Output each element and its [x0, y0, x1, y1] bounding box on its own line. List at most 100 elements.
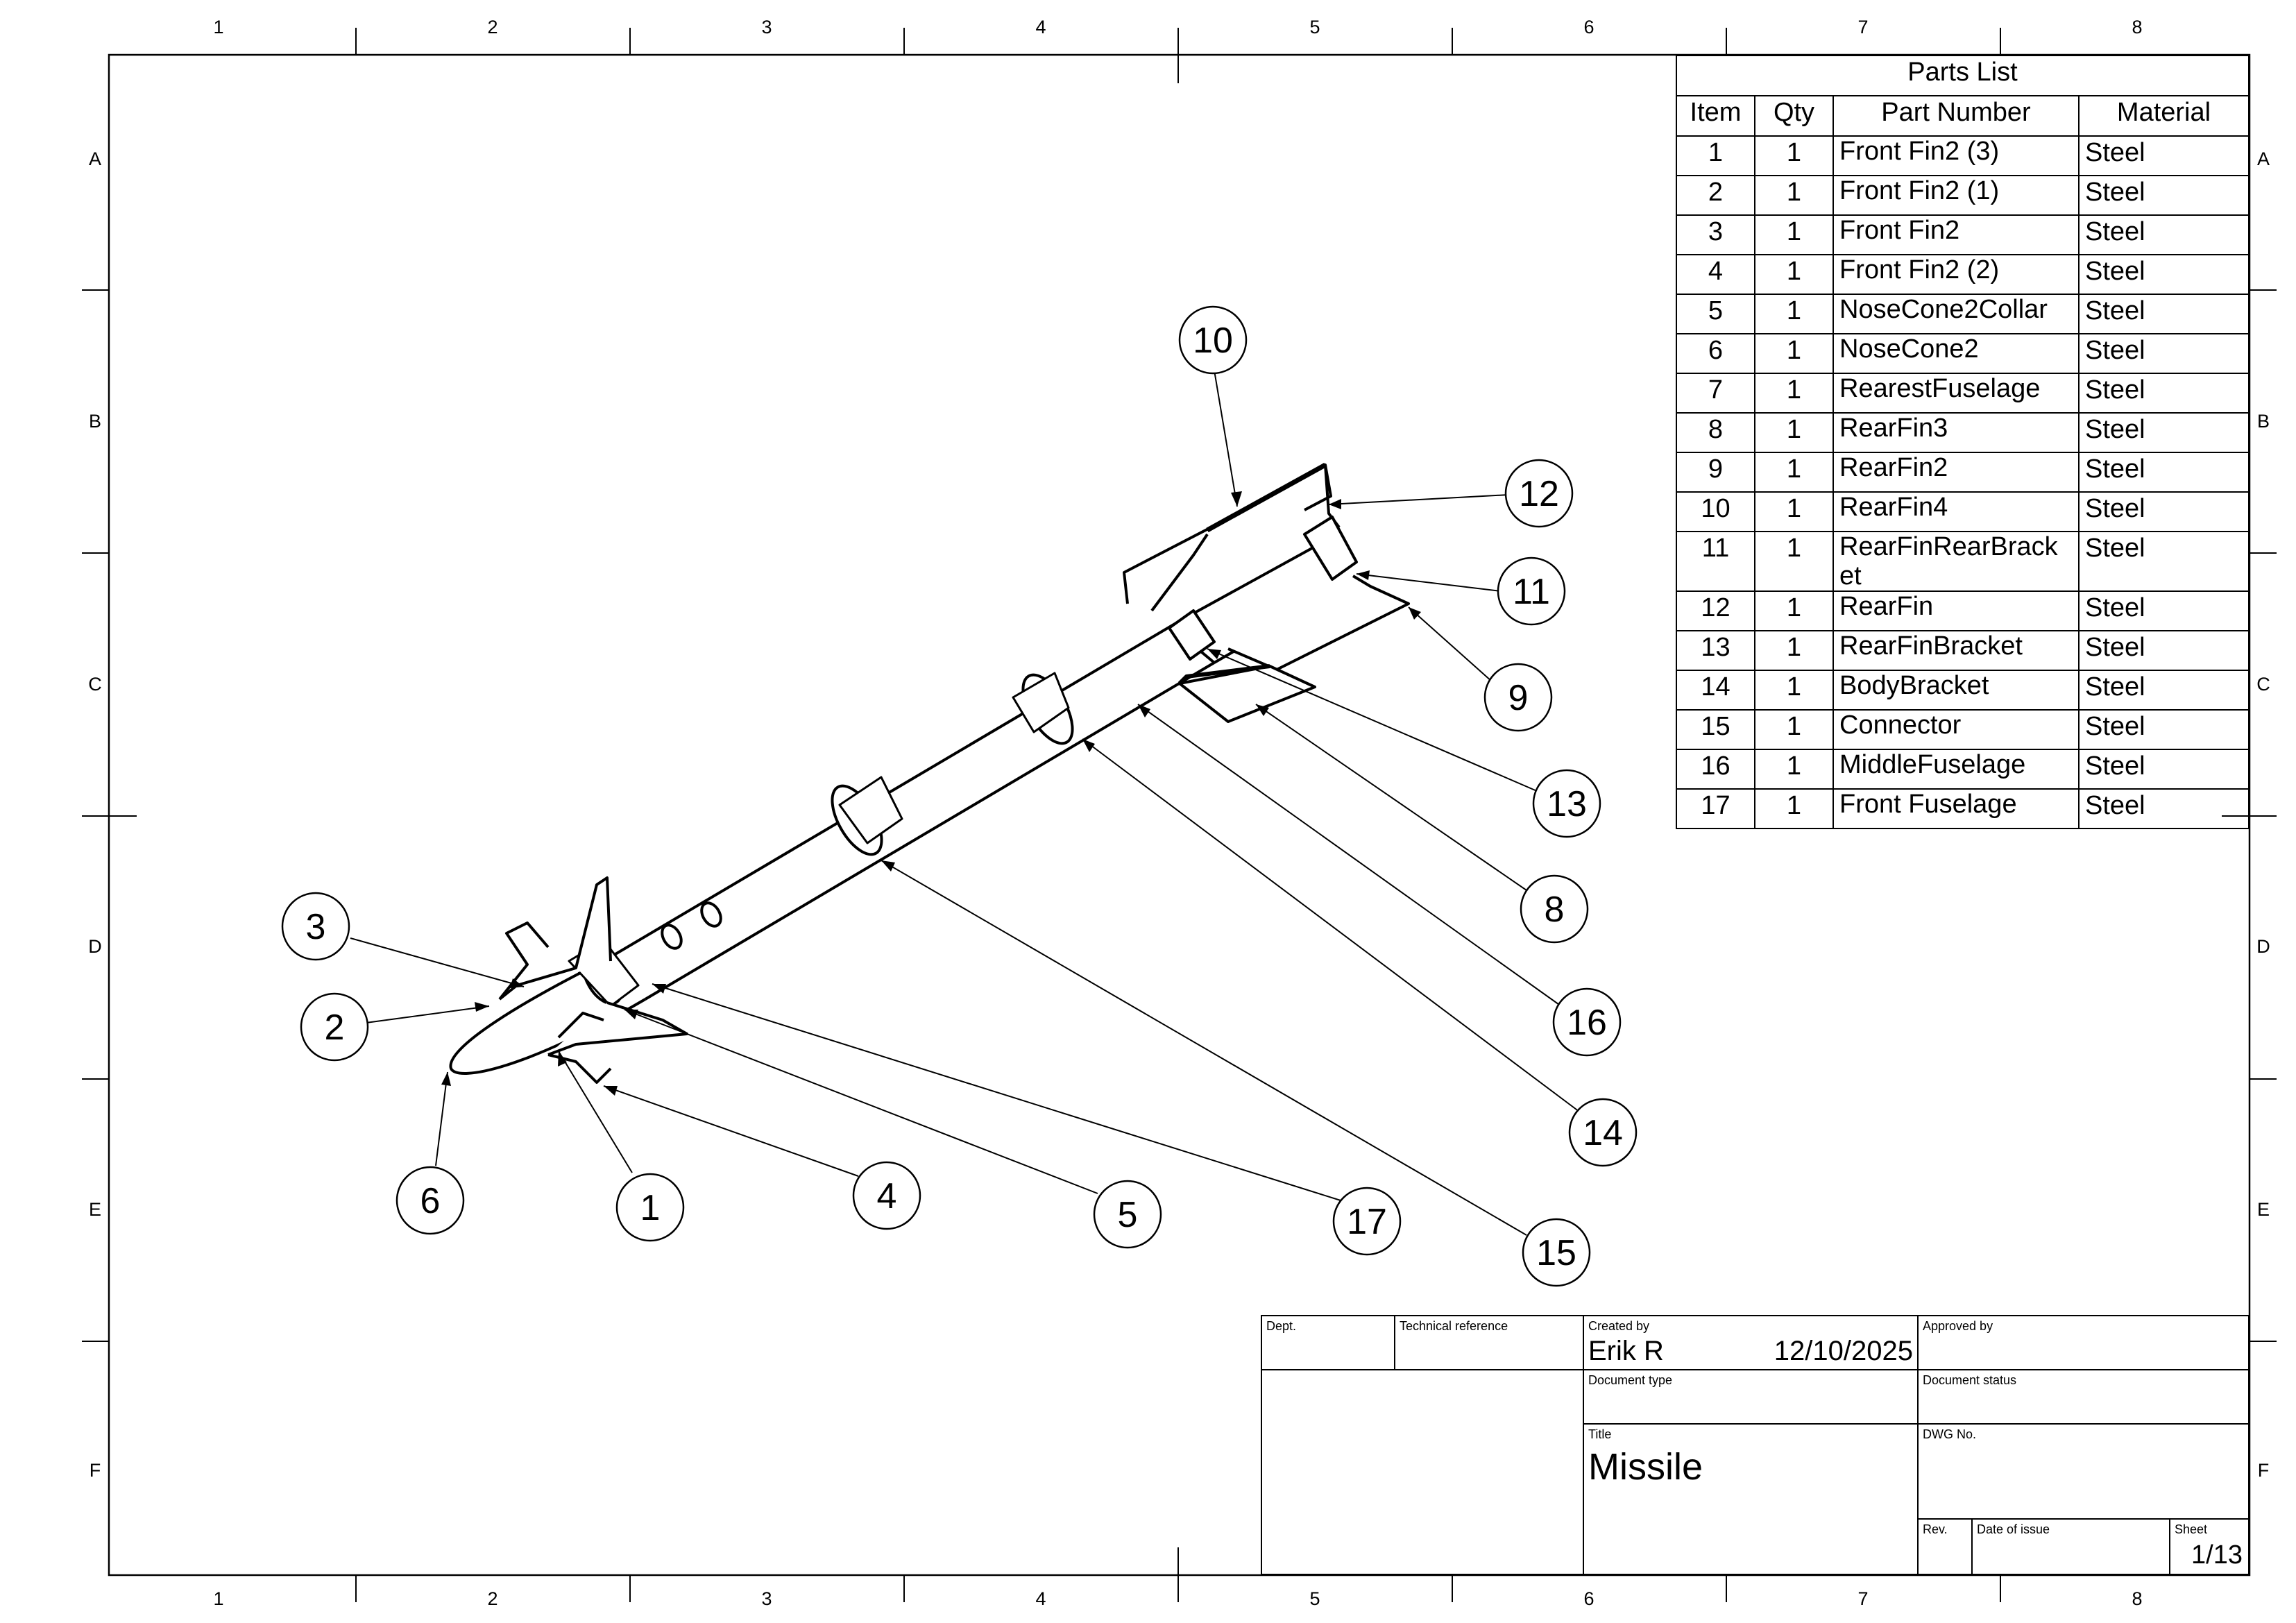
- date-issue-label: Date of issue: [1977, 1522, 2050, 1536]
- cell-part: BodyBracket: [1832, 670, 2080, 711]
- balloon-circle: [1504, 459, 1574, 528]
- parts-list-title: Parts List: [1676, 55, 2250, 96]
- header-item: Item: [1676, 95, 1755, 137]
- cell-item: 1: [1676, 135, 1755, 176]
- drawing-title: Missile: [1588, 1446, 1703, 1488]
- balloon-circle: [1532, 769, 1601, 838]
- zone-column-bottom: 2: [487, 1588, 498, 1609]
- zone-row-right: D: [2256, 936, 2270, 957]
- balloon-circle: [852, 1161, 921, 1230]
- cell-item: 5: [1676, 294, 1755, 334]
- balloon-number: 8: [1545, 890, 1565, 930]
- zone-column-bottom: 5: [1309, 1588, 1320, 1609]
- cell-qty: 1: [1754, 590, 1834, 631]
- cell-item: 10: [1676, 491, 1755, 532]
- cell-item: 16: [1676, 749, 1755, 790]
- balloon-circle: [1178, 305, 1248, 375]
- zone-column-bottom: 8: [2132, 1588, 2143, 1609]
- cell-qty: 1: [1754, 788, 1834, 829]
- cell-qty: 1: [1754, 531, 1834, 592]
- balloon-circle: [1497, 556, 1566, 626]
- balloon-number: 3: [306, 907, 326, 947]
- zone-row-left: B: [88, 411, 101, 432]
- cell-qty: 1: [1754, 254, 1834, 295]
- cell-material: Steel: [2078, 590, 2250, 631]
- zone-column-bottom: 6: [1583, 1588, 1595, 1609]
- balloon-circle: [1522, 1218, 1591, 1287]
- cell-material: Steel: [2078, 670, 2250, 711]
- cell-part: RearestFuselage: [1832, 373, 2080, 414]
- header-material: Material: [2078, 95, 2250, 137]
- title-block: Dept. Technical reference Created by Eri…: [1261, 1315, 2250, 1575]
- balloon-circle: [1568, 1098, 1638, 1167]
- dwg-no-label: DWG No.: [1923, 1427, 1977, 1441]
- cell-item: 17: [1676, 788, 1755, 829]
- cell-item: 12: [1676, 590, 1755, 631]
- leader-arrowheads: [441, 491, 1421, 1096]
- date-issue-cell: Date of issue: [1971, 1518, 2170, 1575]
- dwg-no-cell: DWG No.: [1917, 1423, 2250, 1520]
- zone-column-top: 5: [1309, 17, 1320, 37]
- cell-material: Steel: [2078, 214, 2250, 255]
- approved-by-cell: Approved by: [1917, 1315, 2250, 1370]
- balloon-circle: [396, 1166, 465, 1235]
- title-cell: Title Missile: [1583, 1423, 1919, 1575]
- cell-item: 15: [1676, 709, 1755, 750]
- balloon-number: 10: [1193, 321, 1233, 361]
- balloon-circle: [1332, 1187, 1402, 1256]
- cell-material: Steel: [2078, 175, 2250, 216]
- zone-column-top: 7: [1857, 17, 1869, 37]
- balloon-circle: [1093, 1180, 1162, 1249]
- zone-column-top: 1: [213, 17, 224, 37]
- cell-material: Steel: [2078, 630, 2250, 671]
- balloon-number: 15: [1536, 1233, 1576, 1273]
- balloon-number: 2: [325, 1008, 345, 1048]
- doc-type-cell: Document type: [1583, 1369, 1919, 1425]
- doc-status-cell: Document status: [1917, 1369, 2250, 1425]
- zone-column-top: 8: [2132, 17, 2143, 37]
- cell-qty: 1: [1754, 135, 1834, 176]
- cell-qty: 1: [1754, 373, 1834, 414]
- techref-label: Technical reference: [1400, 1319, 1508, 1333]
- sheet-label: Sheet: [2175, 1522, 2208, 1536]
- zone-row-right: B: [2256, 411, 2270, 432]
- balloon-number: 4: [877, 1176, 897, 1216]
- cell-material: Steel: [2078, 749, 2250, 790]
- cell-qty: 1: [1754, 491, 1834, 532]
- cell-item: 3: [1676, 214, 1755, 255]
- zone-column-top: 4: [1035, 17, 1046, 37]
- cell-part: Front Fin2 (1): [1832, 175, 2080, 216]
- zone-row-right: F: [2257, 1460, 2270, 1481]
- balloon-circle: [1483, 663, 1553, 732]
- balloon-number: 17: [1347, 1202, 1387, 1242]
- cell-material: Steel: [2078, 294, 2250, 334]
- cell-item: 2: [1676, 175, 1755, 216]
- approved-by-label: Approved by: [1923, 1319, 1993, 1333]
- cell-qty: 1: [1754, 630, 1834, 671]
- balloon-number: 9: [1508, 678, 1529, 718]
- zone-column-bottom: 7: [1857, 1588, 1869, 1609]
- cell-material: Steel: [2078, 412, 2250, 453]
- cell-part: NoseCone2Collar: [1832, 294, 2080, 334]
- cell-part: NoseCone2: [1832, 333, 2080, 374]
- created-by-value: Erik R: [1588, 1336, 1664, 1366]
- leader-lines: [350, 362, 1583, 1236]
- zone-column-bottom: 3: [761, 1588, 772, 1609]
- zone-row-left: A: [88, 148, 101, 169]
- doc-type-label: Document type: [1588, 1373, 1673, 1387]
- balloon-number: 5: [1118, 1195, 1138, 1235]
- cell-qty: 1: [1754, 452, 1834, 493]
- balloon-circle: [1520, 874, 1589, 944]
- cell-item: 11: [1676, 531, 1755, 592]
- cell-qty: 1: [1754, 214, 1834, 255]
